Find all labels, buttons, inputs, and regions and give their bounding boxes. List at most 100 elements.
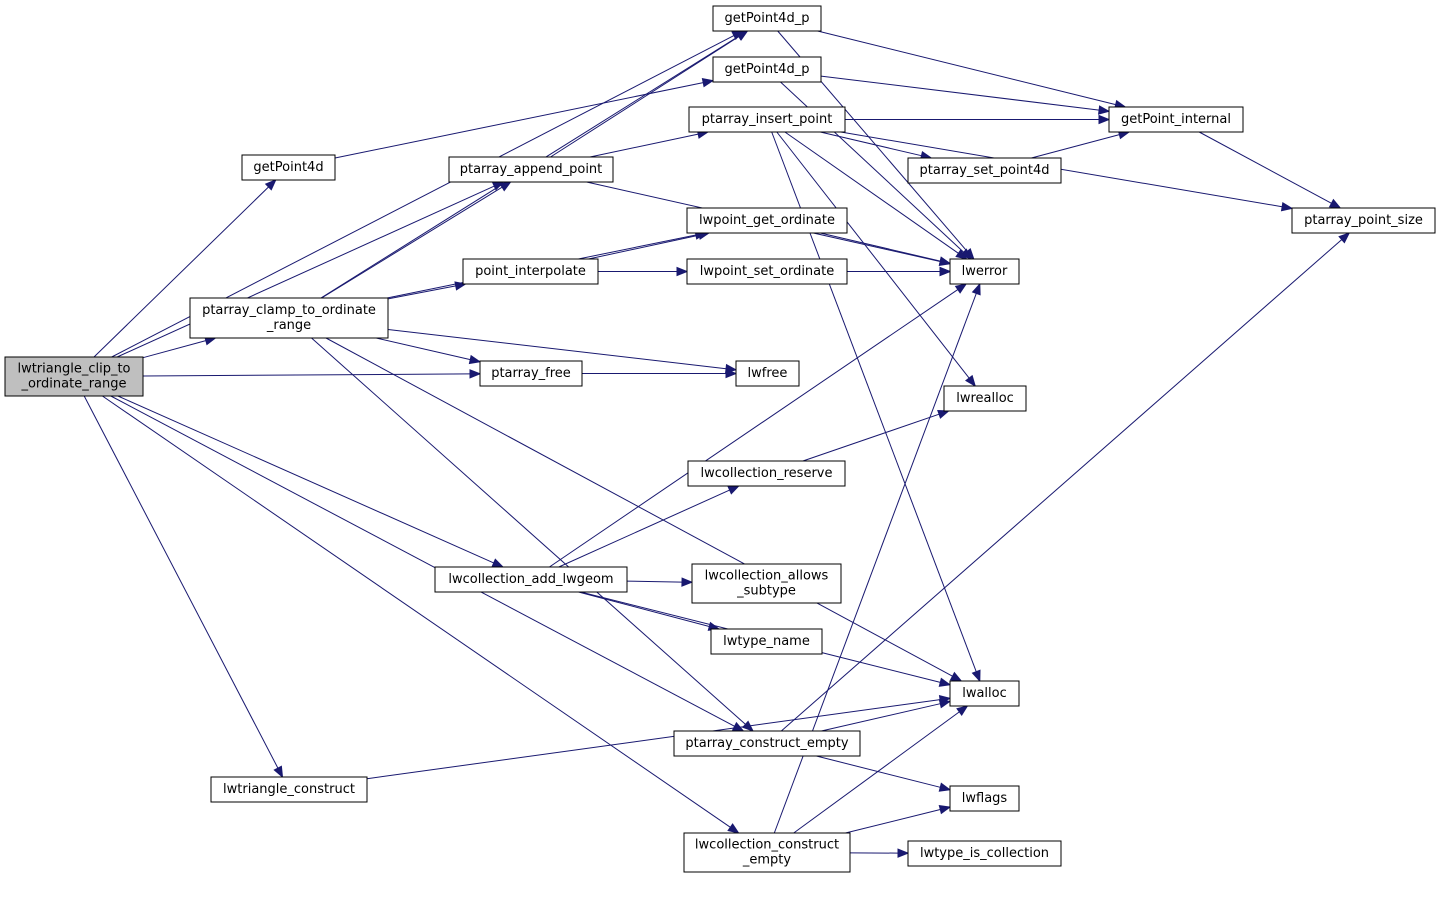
edge-line	[387, 285, 456, 300]
node-label: lwalloc	[962, 686, 1007, 701]
node-box	[943, 385, 1027, 412]
edge-ptarray_append_point-to-ptarray_insert_point	[589, 129, 710, 158]
node-lwcollection-allows-subtype[interactable]: lwcollection_allows_subtype	[691, 563, 842, 604]
edge-line	[820, 131, 922, 157]
node-box	[907, 840, 1062, 867]
edge-arrowhead	[971, 282, 981, 296]
node-box	[686, 258, 848, 285]
edge-line	[588, 234, 700, 260]
node-label: getPoint4d	[253, 160, 323, 175]
node-box	[210, 776, 368, 803]
edge-lwtriangle_clip_to_ordinate_range-to-ptarray_free	[142, 369, 482, 379]
node-box	[710, 628, 823, 655]
node-box	[691, 563, 842, 604]
edge-line	[549, 289, 959, 568]
node-lwtype-is-collection[interactable]: lwtype_is_collection	[907, 840, 1062, 867]
edge-line	[793, 711, 960, 834]
edge-ptarray_clamp_to_ordinate_range-to-ptarray_free	[376, 337, 482, 365]
edge-arrowhead	[725, 368, 738, 379]
node-ptarray-point-size[interactable]: ptarray_point_size	[1291, 207, 1436, 234]
node-label: lwcollection_reserve	[701, 466, 833, 481]
node-ptarray-set-point4d[interactable]: ptarray_set_point4d	[907, 157, 1062, 184]
node-ptarray-insert-point[interactable]: ptarray_insert_point	[688, 106, 846, 133]
node-lwcollection-reserve[interactable]: lwcollection_reserve	[687, 460, 846, 487]
node-lwrealloc[interactable]: lwrealloc	[943, 385, 1027, 412]
node-lwpoint-set-ordinate[interactable]: lwpoint_set_ordinate	[686, 258, 848, 285]
node-ptarray-append-point[interactable]: ptarray_append_point	[448, 156, 614, 183]
edge-ptarray_free-to-lwfree	[582, 368, 738, 379]
node-label: lwtriangle_clip_to	[17, 362, 130, 377]
edge-arrowhead	[938, 677, 952, 687]
node-box	[687, 460, 846, 487]
edge-line	[325, 337, 953, 677]
edge-arrowhead	[965, 374, 977, 388]
node-label: ptarray_set_point4d	[920, 163, 1050, 178]
edge-ptarray_insert_point-to-lwrealloc	[776, 131, 977, 388]
edge-arrowhead	[938, 782, 952, 792]
node-box	[448, 156, 614, 183]
edge-arrowhead	[971, 669, 981, 683]
node-box	[712, 56, 822, 83]
edge-getPoint_internal-to-ptarray_point_size	[1198, 131, 1342, 209]
edge-arrowhead	[956, 705, 969, 716]
edge-line	[845, 809, 941, 834]
edge-lwcollection_construct_empty-to-lwtype_is_collection	[849, 848, 910, 858]
node-label: lwrealloc	[956, 391, 1014, 406]
call-graph-nodes: lwtriangle_clip_to_ordinate_range getPoin…	[4, 5, 1436, 873]
node-point-interpolate[interactable]: point_interpolate	[462, 258, 599, 285]
node-lwtype-name[interactable]: lwtype_name	[710, 628, 823, 655]
node-ptarray-clamp-to-ordinate-range[interactable]: ptarray_clamp_to_ordinate_range	[189, 297, 389, 339]
node-lwflags[interactable]: lwflags	[949, 785, 1020, 812]
edge-line	[102, 395, 731, 828]
edge-lwpoint_set_ordinate-to-lwerror	[847, 266, 952, 277]
edge-ptarray_append_point-to-getPoint4d_p_1	[550, 30, 749, 158]
node-ptarray-free[interactable]: ptarray_free	[479, 360, 583, 387]
edge-ptarray_insert_point-to-getPoint_internal	[845, 114, 1111, 125]
edge-line	[1198, 131, 1332, 204]
edge-ptarray_insert_point-to-lwerror	[784, 131, 968, 260]
node-box	[479, 360, 583, 387]
node-box	[189, 297, 389, 339]
node-lwcollection-add-lwgeom[interactable]: lwcollection_add_lwgeom	[434, 566, 628, 593]
node-lwalloc[interactable]: lwalloc	[949, 680, 1020, 707]
node-box	[949, 258, 1020, 285]
node-lwerror[interactable]: lwerror	[949, 258, 1020, 285]
edge-line	[142, 340, 206, 359]
edge-lwtriangle_clip_to_ordinate_range-to-ptarray_construct_empty	[110, 395, 745, 732]
node-box	[712, 5, 822, 32]
node-lwtriangle-clip-to-ordinate-range[interactable]: lwtriangle_clip_to_ordinate_range	[4, 356, 144, 397]
node-lwpoint-get-ordinate[interactable]: lwpoint_get_ordinate	[686, 207, 848, 234]
edge-line	[366, 699, 941, 780]
node-lwfree[interactable]: lwfree	[735, 360, 800, 387]
node-label: ptarray_append_point	[460, 162, 603, 177]
edge-line	[117, 395, 494, 564]
edge-ptarray_clamp_to_ordinate_range-to-lwalloc	[325, 337, 963, 682]
edge-ptarray_set_point4d-to-getPoint_internal	[1031, 130, 1131, 159]
node-label: lwflags	[962, 791, 1008, 806]
edge-line	[83, 395, 279, 769]
node-label: _ordinate_range	[20, 377, 126, 392]
node-box	[735, 360, 800, 387]
node-label: lwcollection_construct	[695, 838, 839, 853]
node-getPoint-internal[interactable]: getPoint_internal	[1108, 106, 1244, 133]
node-ptarray-construct-empty[interactable]: ptarray_construct_empty	[673, 730, 861, 757]
edge-line	[387, 329, 727, 370]
node-lwcollection-construct-empty[interactable]: lwcollection_construct_empty	[683, 832, 851, 873]
edge-lwcollection_add_lwgeom-to-lwerror	[549, 283, 968, 568]
node-box	[683, 832, 851, 873]
edge-arrowhead	[727, 485, 740, 495]
node-getPoint4d[interactable]: getPoint4d	[241, 154, 336, 181]
node-box	[462, 258, 599, 285]
node-label: lwtriangle_construct	[223, 782, 355, 797]
node-lwtriangle-construct[interactable]: lwtriangle_construct	[210, 776, 368, 803]
node-getPoint4d-p-1[interactable]: getPoint4d_p	[712, 5, 822, 32]
edge-arrowhead	[1098, 105, 1111, 115]
edge-line	[376, 337, 471, 361]
edge-lwtriangle_clip_to_ordinate_range-to-lwcollection_add_lwgeom	[117, 395, 505, 568]
edge-line	[626, 580, 683, 583]
edge-arrowhead	[938, 256, 952, 266]
node-label: lwcollection_add_lwgeom	[448, 572, 613, 587]
node-getPoint4d-p-2[interactable]: getPoint4d_p	[712, 56, 822, 83]
edge-line	[821, 703, 941, 732]
edge-getPoint4d_p_2-to-getPoint_internal	[820, 75, 1111, 115]
